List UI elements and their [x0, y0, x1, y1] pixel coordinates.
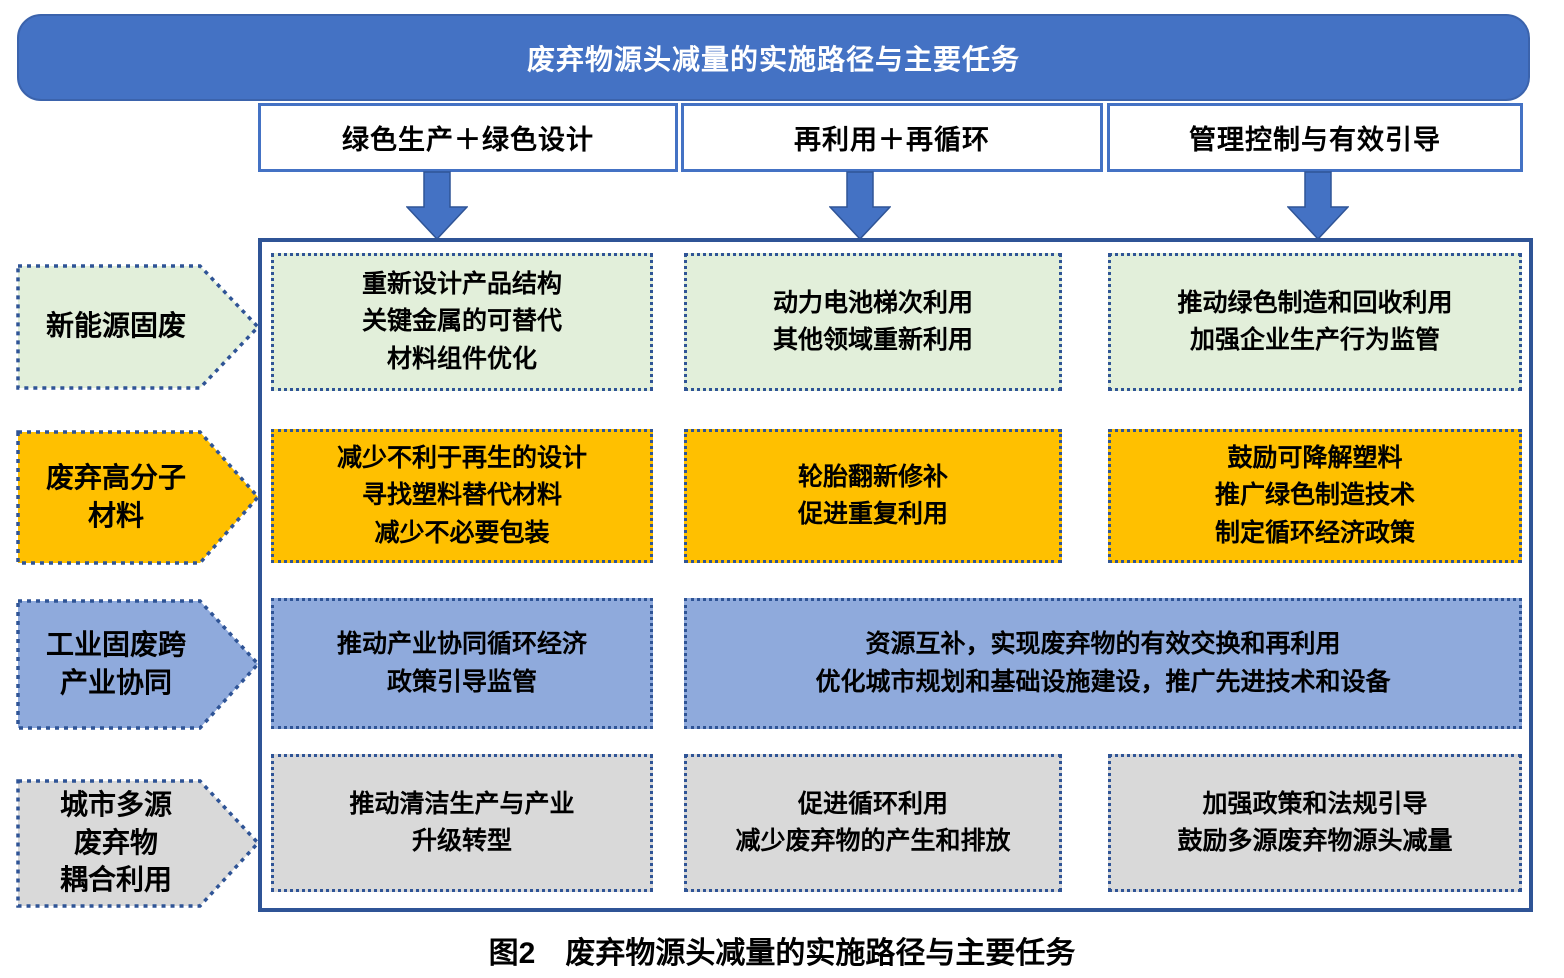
task-cell-r4c1: 推动清洁生产与产业 升级转型 — [271, 754, 653, 892]
category-pentagon-shape — [16, 599, 260, 730]
category-pentagon-shape — [16, 430, 260, 565]
down-arrow-icon — [1287, 171, 1349, 240]
task-cell-r2c1: 减少不利于再生的设计 寻找塑料替代材料 减少不必要包装 — [271, 429, 653, 563]
category-pentagon-shape — [16, 264, 260, 390]
task-cell-r4c3: 加强政策和法规引导 鼓励多源废弃物源头减量 — [1108, 754, 1522, 892]
down-arrow-icon — [406, 171, 468, 240]
down-arrow-icon — [829, 171, 891, 240]
task-cell-r2c3: 鼓励可降解塑料 推广绿色制造技术 制定循环经济政策 — [1108, 429, 1522, 563]
category-industrial-solid-waste-synergy: 工业固废跨 产业协同 — [16, 599, 260, 730]
category-waste-polymer-materials: 废弃高分子 材料 — [16, 430, 260, 565]
category-new-energy-solid-waste: 新能源固废 — [16, 264, 260, 390]
category-pentagon-shape — [16, 779, 260, 908]
path-header-green-production: 绿色生产＋绿色设计 — [258, 103, 678, 172]
banner-title: 废弃物源头减量的实施路径与主要任务 — [17, 14, 1530, 101]
task-cell-r1c2: 动力电池梯次利用 其他领域重新利用 — [684, 253, 1062, 391]
path-header-management-control: 管理控制与有效引导 — [1107, 103, 1523, 172]
task-cell-r2c2: 轮胎翻新修补 促进重复利用 — [684, 429, 1062, 563]
tasks-grid-frame — [258, 238, 1533, 912]
category-label: 新能源固废 — [46, 311, 187, 343]
category-urban-multisource-waste-coupling: 城市多源 废弃物 耦合利用 — [16, 779, 260, 908]
task-cell-r3-merged: 资源互补，实现废弃物的有效交换和再利用 优化城市规划和基础设施建设，推广先进技术… — [684, 598, 1522, 729]
category-label: 城市多源 废弃物 耦合利用 — [60, 789, 173, 897]
task-cell-r1c1: 重新设计产品结构 关键金属的可替代 材料组件优化 — [271, 253, 653, 391]
task-cell-r1c3: 推动绿色制造和回收利用 加强企业生产行为监管 — [1108, 253, 1522, 391]
category-label: 废弃高分子 材料 — [46, 462, 187, 532]
figure-caption: 图2 废弃物源头减量的实施路径与主要任务 — [488, 937, 1076, 970]
path-header-reuse-recycle: 再利用＋再循环 — [681, 103, 1103, 172]
task-cell-r4c2: 促进循环利用 减少废弃物的产生和排放 — [684, 754, 1062, 892]
task-cell-r3c1: 推动产业协同循环经济 政策引导监管 — [271, 598, 653, 729]
category-label: 工业固废跨 产业协同 — [46, 629, 187, 699]
